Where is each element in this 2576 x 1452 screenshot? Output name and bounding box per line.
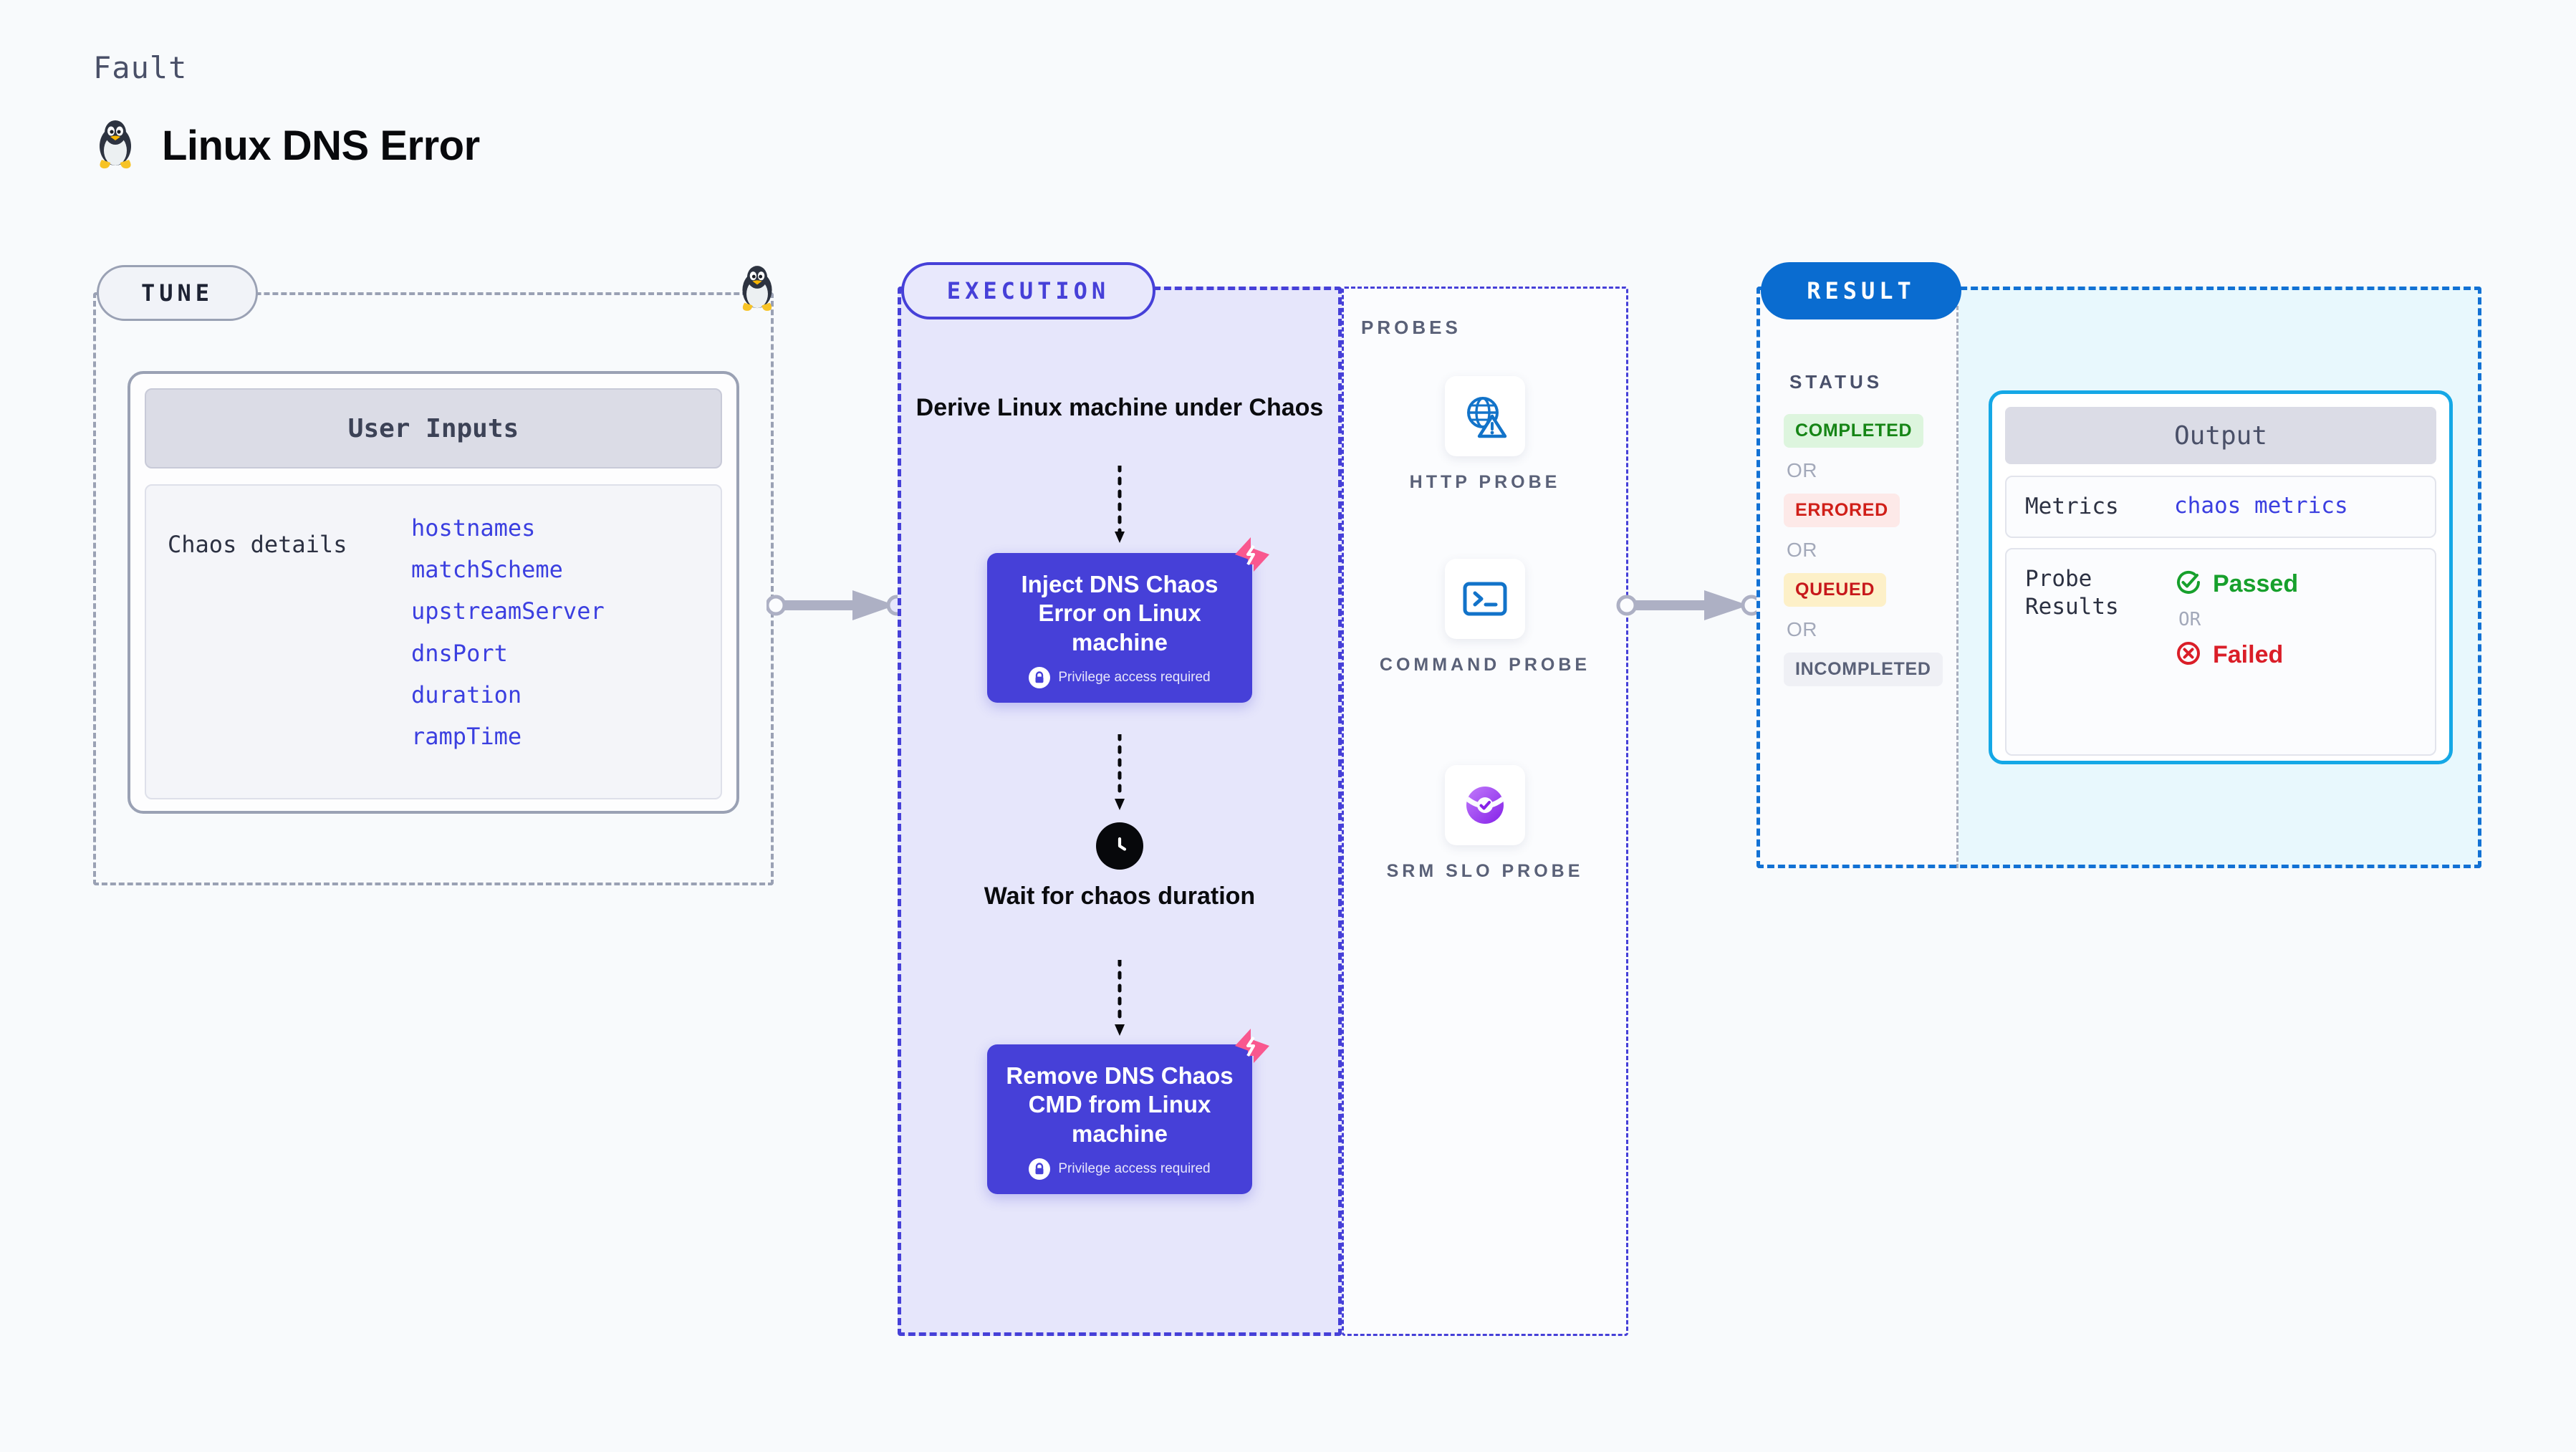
- connector-tune-to-execution: [765, 587, 910, 627]
- output-probe-results-key: Probe Results: [2025, 565, 2119, 620]
- node-remove-privilege-label: Privilege access required: [1058, 1160, 1211, 1176]
- probes-title: PROBES: [1361, 317, 1461, 338]
- input-matchscheme[interactable]: matchScheme: [411, 556, 563, 584]
- terminal-icon: [1445, 559, 1525, 639]
- probe-result-failed-label: Failed: [2213, 640, 2284, 668]
- dotted-arrow-2: [1115, 734, 1125, 810]
- result-status-title: STATUS: [1789, 371, 1883, 393]
- output-metrics-key: Metrics: [2025, 494, 2119, 519]
- execution-node-inject[interactable]: Inject DNS Chaos Error on Linux machine …: [987, 537, 1269, 703]
- chaos-details-label: Chaos details: [168, 531, 347, 558]
- node-remove-title: Remove DNS Chaos CMD from Linux machine: [1006, 1062, 1234, 1147]
- status-or-1: OR: [1787, 459, 1817, 481]
- tune-section: [93, 292, 774, 885]
- input-upstreamserver[interactable]: upstreamServer: [411, 597, 605, 625]
- lock-icon: [1029, 666, 1051, 688]
- globe-warning-icon: [1445, 376, 1525, 456]
- probe-http[interactable]: HTTP PROBE: [1342, 376, 1628, 495]
- execution-flow: Derive Linux machine under Chaos Inject …: [898, 287, 1342, 1336]
- user-inputs-card: User Inputs Chaos details hostnames matc…: [128, 371, 739, 814]
- chaos-details-values: hostnames matchScheme upstreamServer dns…: [411, 510, 605, 774]
- input-ramptime[interactable]: rampTime: [411, 722, 522, 750]
- chaos-details-panel: Chaos details hostnames matchScheme upst…: [145, 484, 722, 799]
- status-badge-errored: ERRORED: [1784, 494, 1900, 527]
- result-badge[interactable]: RESULT: [1761, 262, 1961, 319]
- input-hostnames[interactable]: hostnames: [411, 514, 536, 542]
- status-badge-queued: QUEUED: [1784, 573, 1887, 607]
- probe-result-states: Passed OR Failed: [2174, 565, 2298, 671]
- status-or-2: OR: [1787, 539, 1817, 561]
- output-title: Output: [2005, 407, 2436, 464]
- user-inputs-title: User Inputs: [145, 388, 722, 468]
- linux-penguin-icon: [93, 118, 138, 173]
- probe-result-or: OR: [2178, 608, 2201, 630]
- clock-icon: [1096, 822, 1143, 870]
- result-section: [1756, 287, 2481, 868]
- probe-result-passed: Passed: [2174, 568, 2298, 600]
- probe-command-label: COMMAND PROBE: [1379, 655, 1591, 675]
- output-card: Output Metrics chaos metrics Probe Resul…: [1989, 390, 2453, 764]
- slo-check-icon: [1445, 765, 1525, 845]
- page-title-row: Linux DNS Error: [93, 118, 480, 173]
- node-inject-title: Inject DNS Chaos Error on Linux machine: [1021, 571, 1219, 655]
- x-circle-icon: [2174, 639, 2203, 671]
- status-or-3: OR: [1787, 618, 1817, 640]
- output-metrics-row: Metrics chaos metrics: [2005, 476, 2436, 538]
- harness-chaos-mark-icon: [1232, 1027, 1272, 1068]
- probe-result-passed-label: Passed: [2213, 569, 2299, 597]
- step-wait-duration: Wait for chaos duration: [984, 883, 1256, 910]
- probe-result-failed: Failed: [2174, 639, 2298, 671]
- lock-icon: [1029, 1158, 1051, 1180]
- probe-command[interactable]: COMMAND PROBE: [1342, 559, 1628, 678]
- tune-linux-penguin-icon: [736, 264, 778, 316]
- probe-srm-slo-label: SRM SLO PROBE: [1386, 861, 1584, 881]
- node-remove-privilege: Privilege access required: [999, 1158, 1241, 1180]
- input-duration[interactable]: duration: [411, 681, 522, 708]
- probe-srm-slo[interactable]: SRM SLO PROBE: [1342, 765, 1628, 884]
- connector-execution-to-result: [1615, 587, 1766, 627]
- output-probe-results-row: Probe Results Passed OR: [2005, 547, 2436, 756]
- harness-chaos-mark-icon: [1232, 536, 1272, 577]
- output-metrics-value[interactable]: chaos metrics: [2174, 493, 2348, 519]
- page-title: Linux DNS Error: [162, 122, 480, 169]
- page-eyebrow: Fault: [93, 50, 188, 85]
- node-inject-privilege: Privilege access required: [999, 666, 1241, 688]
- result-status-list: COMPLETED OR ERRORED OR QUEUED OR INCOMP…: [1784, 414, 1963, 686]
- probe-http-label: HTTP PROBE: [1409, 472, 1561, 492]
- tune-badge[interactable]: TUNE: [97, 265, 258, 321]
- input-dnsport[interactable]: dnsPort: [411, 639, 508, 667]
- execution-badge[interactable]: EXECUTION: [901, 262, 1155, 319]
- step-derive-machine: Derive Linux machine under Chaos: [915, 394, 1324, 421]
- execution-node-remove[interactable]: Remove DNS Chaos CMD from Linux machine …: [987, 1029, 1269, 1194]
- check-circle-icon: [2174, 568, 2203, 600]
- dotted-arrow-1: [1115, 466, 1125, 543]
- node-inject-privilege-label: Privilege access required: [1058, 669, 1211, 685]
- dotted-arrow-3: [1115, 960, 1125, 1036]
- status-badge-incompleted: INCOMPLETED: [1784, 653, 1943, 686]
- status-badge-completed: COMPLETED: [1784, 414, 1924, 448]
